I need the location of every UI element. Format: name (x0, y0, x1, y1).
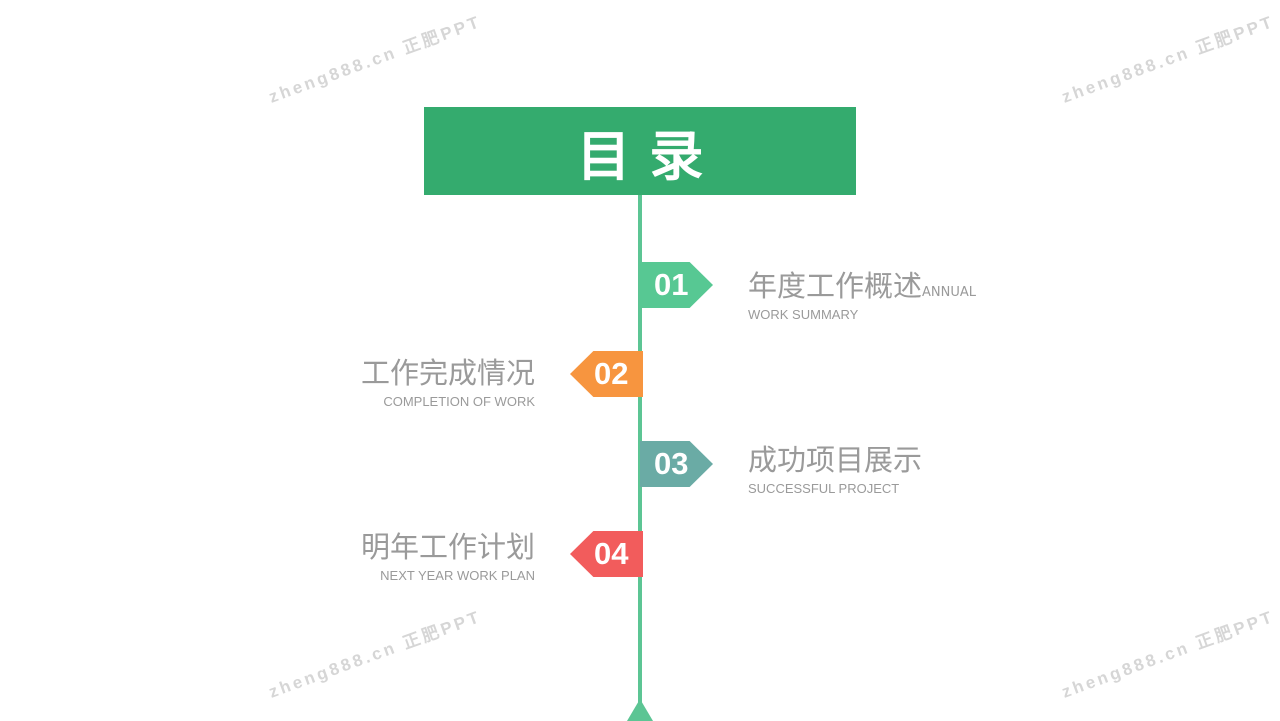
item-title: 成功项目展示 (748, 443, 923, 477)
item-subtitle-inline: ANNUAL (922, 285, 977, 300)
timeline-arrow-icon (627, 699, 653, 721)
watermark: zheng888.cn 正肥PPT (266, 12, 484, 107)
item-subtitle: SUCCESSFUL PROJECT (748, 481, 900, 496)
tag-01[interactable]: 01 (640, 262, 713, 308)
item-subtitle: COMPLETION OF WORK (383, 394, 535, 409)
item-title: 工作完成情况 (360, 356, 535, 390)
toc-item-4[interactable]: 明年工作计划 NEXT YEAR WORK PLAN (361, 524, 535, 583)
tag-03[interactable]: 03 (640, 441, 713, 487)
item-title: 年度工作概述 (748, 269, 923, 303)
watermark: zheng888.cn 正肥PPT (266, 607, 484, 702)
page-title: 目 录 (424, 107, 856, 195)
toc-item-3[interactable]: 成功项目展示 SUCCESSFUL PROJECT (748, 437, 922, 496)
item-title: 明年工作计划 (360, 530, 535, 564)
tag-02[interactable]: 02 (570, 351, 643, 397)
item-subtitle: WORK SUMMARY (748, 307, 859, 322)
watermark: zheng888.cn 正肥PPT (1059, 12, 1277, 107)
toc-item-2[interactable]: 工作完成情况 COMPLETION OF WORK (361, 350, 535, 409)
toc-item-1[interactable]: 年度工作概述ANNUAL WORK SUMMARY (748, 263, 976, 322)
watermark: zheng888.cn 正肥PPT (1059, 607, 1277, 702)
tag-04[interactable]: 04 (570, 531, 643, 577)
item-subtitle: NEXT YEAR WORK PLAN (380, 568, 535, 583)
